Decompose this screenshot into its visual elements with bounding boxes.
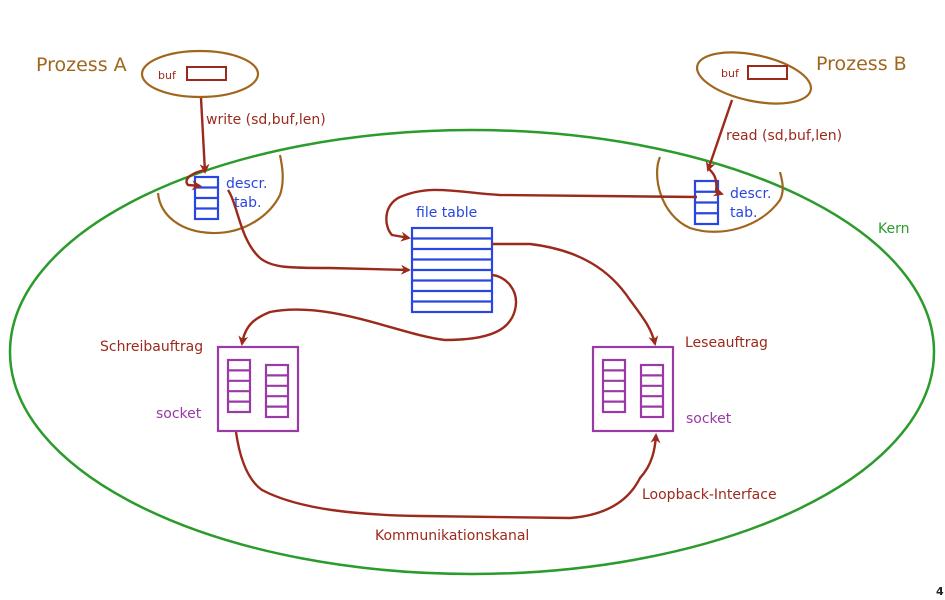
read-socket-label: socket — [686, 411, 732, 427]
kernel-boundary — [8, 128, 936, 576]
arrow-descr-a-to-filetable — [226, 189, 411, 275]
descr-a-label-line1: descr. — [226, 176, 268, 192]
process-b-kernel-region — [656, 156, 784, 233]
arrow-descr-a-loop — [185, 168, 206, 191]
write-socket-label: socket — [156, 406, 202, 422]
process-a-kernel-region — [156, 154, 284, 235]
arrow-read-call — [705, 99, 734, 172]
descriptor-table-a — [193, 175, 220, 221]
process-b-ellipse — [695, 51, 813, 105]
arrow-descr-b-to-filetable — [385, 188, 698, 242]
arrow-filetable-to-read-socket — [492, 242, 659, 346]
write-call-label: write (sd,buf,len) — [206, 112, 326, 128]
process-a-ellipse — [140, 49, 260, 99]
process-b-buffer-label: buf — [721, 67, 739, 80]
process-a-label: Prozess A — [36, 54, 127, 76]
process-b-buffer — [747, 65, 788, 80]
descr-b-label-line1: descr. — [730, 186, 772, 202]
arrow-communication-channel — [234, 431, 661, 520]
descriptor-table-b — [693, 179, 720, 226]
read-call-label: read (sd,buf,len) — [726, 128, 843, 144]
descr-a-label-line2: tab. — [234, 195, 262, 211]
process-b-label: Prozess B — [816, 53, 907, 75]
arrow-descr-b-loop — [707, 167, 724, 197]
arrow-filetable-to-write-socket — [238, 273, 518, 346]
page-number: 4 — [936, 585, 944, 598]
descr-b-label-line2: tab. — [730, 205, 758, 221]
write-request-label: Schreibauftrag — [100, 339, 204, 355]
kernel-label: Kern — [878, 221, 910, 237]
read-request-label: Leseauftrag — [685, 335, 768, 351]
process-a-buffer-label: buf — [158, 69, 176, 82]
socket-read — [591, 345, 675, 433]
file-table-label: file table — [416, 205, 478, 221]
file-table — [410, 226, 494, 314]
arrow-write-call — [199, 97, 210, 174]
loopback-interface-label: Loopback-Interface — [642, 487, 777, 503]
process-a-buffer — [186, 66, 227, 81]
socket-write — [216, 345, 300, 433]
communication-channel-label: Kommunikationskanal — [375, 528, 530, 544]
